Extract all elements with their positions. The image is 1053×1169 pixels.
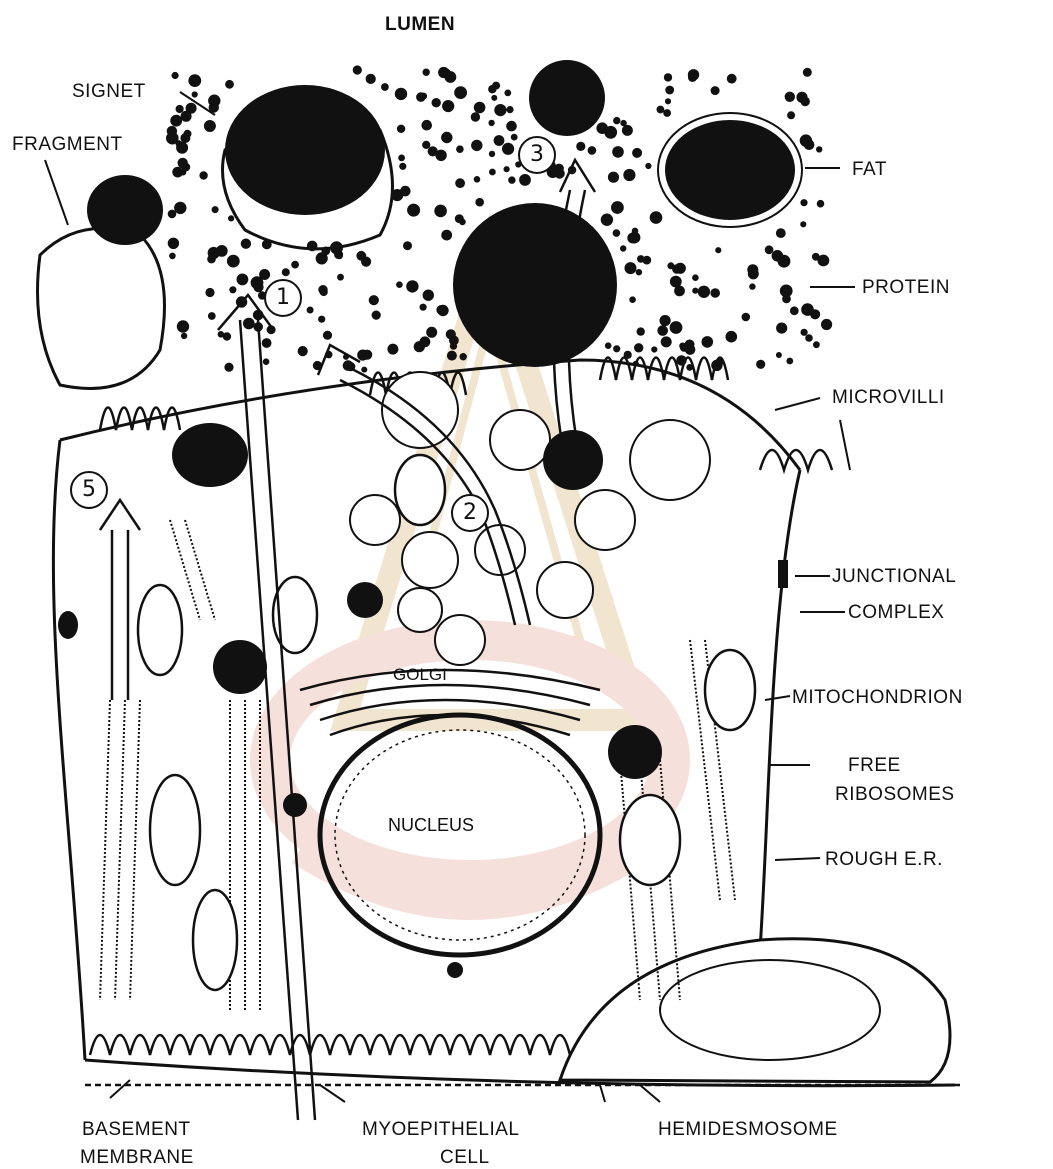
pathway-arrow-5	[100, 500, 140, 700]
label-protein: PROTEIN	[862, 278, 950, 297]
label-fragment: FRAGMENT	[12, 135, 123, 154]
signet-fat-droplet	[225, 85, 385, 215]
label-cell: CELL	[440, 1148, 490, 1167]
label-mitochondrion: MITOCHONDRION	[792, 688, 963, 707]
label-fat: FAT	[852, 160, 887, 179]
pathway-number-1: 1	[268, 283, 298, 313]
fat-droplet-right	[663, 118, 797, 222]
fragment-shape	[38, 228, 165, 388]
pathway-number-3: 3	[522, 140, 552, 170]
label-rough-er: ROUGH E.R.	[825, 850, 943, 869]
label-myoepithelial: MYOEPITHELIAL	[362, 1120, 520, 1139]
label-microvilli: MICROVILLI	[832, 388, 945, 407]
fragment-fat-droplet	[87, 175, 163, 245]
fat-droplet-large	[453, 203, 617, 367]
label-nucleus: NUCLEUS	[388, 815, 474, 836]
pathway-number-2: 2	[455, 498, 485, 528]
label-junctional: JUNCTIONAL	[832, 567, 956, 586]
label-hemidesmosome: HEMIDESMOSOME	[658, 1120, 838, 1139]
pathway-number-5: 5	[74, 475, 104, 505]
label-membrane: MEMBRANE	[80, 1148, 194, 1167]
label-signet: SIGNET	[72, 82, 146, 101]
label-complex: COMPLEX	[848, 603, 944, 622]
label-golgi: GOLGI	[393, 665, 447, 685]
label-basement: BASEMENT	[82, 1120, 191, 1139]
fat-droplet-top	[529, 60, 605, 136]
label-free: FREE	[848, 756, 901, 775]
label-lumen: LUMEN	[385, 15, 455, 34]
label-ribosomes: RIBOSOMES	[835, 785, 955, 804]
